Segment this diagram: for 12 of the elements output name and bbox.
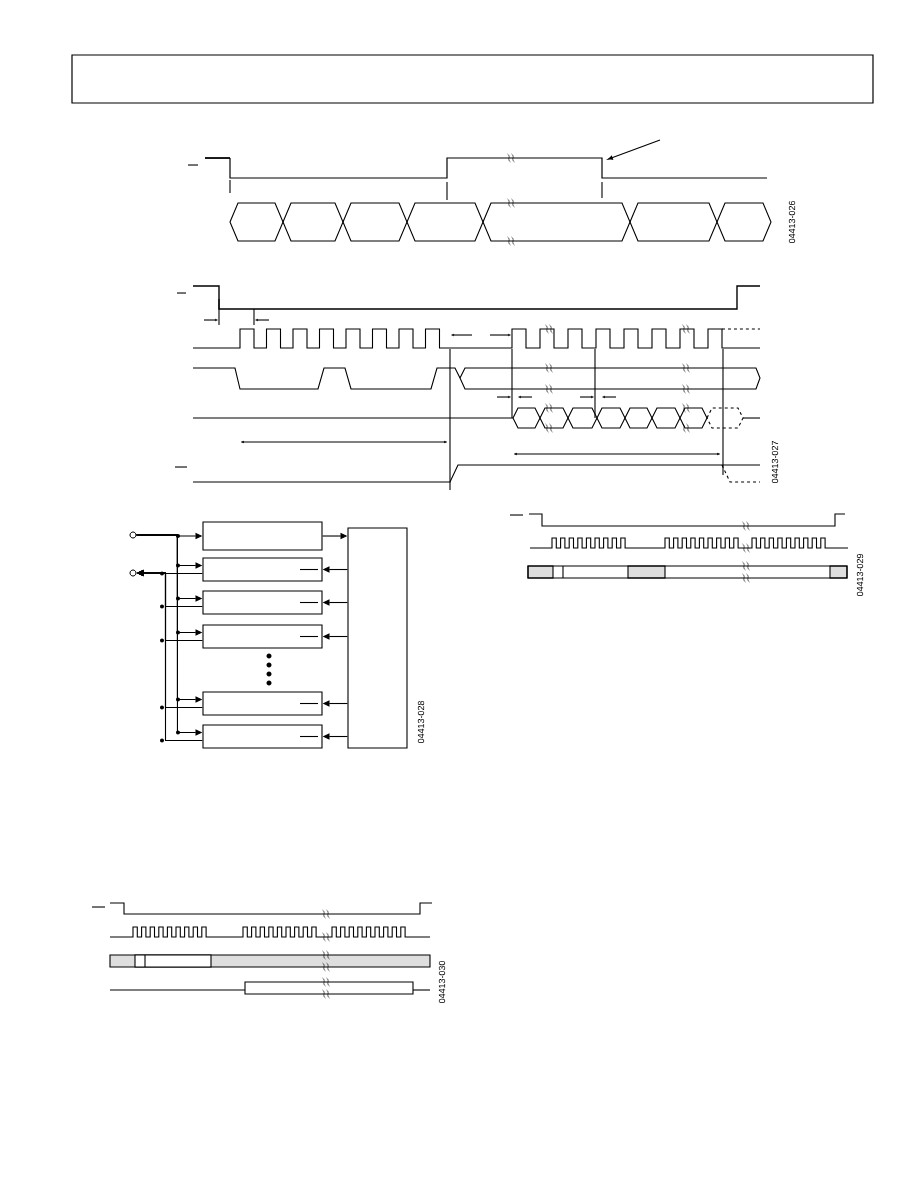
figure-number: 04413-029 [856,554,864,597]
figure-number: 04413-027 [771,441,779,484]
block-box [202,590,323,615]
figure-number: 04413-030 [438,960,446,1004]
block-box [202,557,323,582]
block-box [347,527,408,749]
block-box [202,521,323,551]
figure-number: 04413-028 [417,700,425,744]
block-box [202,691,323,716]
figure-number: 04413-026 [788,200,796,244]
block-box [202,724,323,749]
block-box [202,624,323,649]
